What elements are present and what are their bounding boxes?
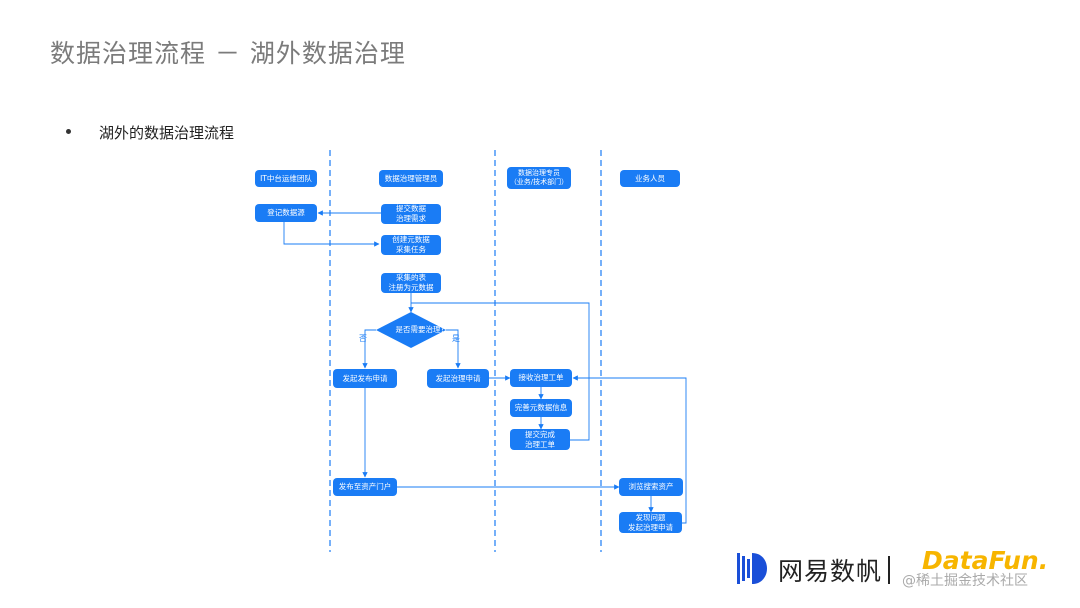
node-register-source: 登记数据源 [255,204,317,222]
page-title: 数据治理流程 － 湖外数据治理 [50,39,406,68]
logo-separator [888,556,890,584]
lane-header-business: 业务人员 [620,170,680,187]
lane-header-specialist: 数据治理专员 （业务/技术部门） [507,167,571,189]
node-submit-ticket: 提交完成 治理工单 [510,429,570,450]
netease-logo: 网易数帆 [772,552,882,588]
edge-label-yes: 是 [452,334,460,343]
edge-label-no: 否 [359,334,367,343]
node-create-task: 创建元数据 采集任务 [381,235,441,255]
edge-register-to-task [283,222,380,247]
edge-decision-yes [446,329,461,369]
node-publish-request: 发起发布申请 [333,369,397,388]
node-governance-request: 发起治理申请 [427,369,489,388]
netease-logo-text: 网易数帆 [778,557,883,586]
node-complete-meta: 完善元数据信息 [510,399,572,417]
node-find-issue: 发现问题 发起治理申请 [619,512,682,533]
bullet-item: 湖外的数据治理流程 [66,122,234,143]
bullet-dot [66,129,71,134]
decision-diamond [376,312,446,348]
lane-header-admin: 数据治理管理员 [379,170,443,187]
datafun-logo: DataFun. [922,546,1049,575]
node-browse-assets: 浏览搜索资产 [619,478,683,496]
edge-decision-no [362,329,376,369]
node-submit-request: 提交数据 治理需求 [381,204,441,224]
edge-issue-to-receive [572,375,687,524]
edge-ticket-loop [411,302,590,441]
watermark-text: @稀土掘金技术社区 [902,573,1028,589]
node-register-meta: 采集的表 注册为元数据 [381,273,441,293]
node-decision-label: 是否需要治理? [395,325,445,334]
bullet-text: 湖外的数据治理流程 [99,124,235,142]
node-publish-portal: 发布至资产门户 [333,478,397,496]
node-receive-ticket: 接收治理工单 [510,369,572,387]
netease-logo-mark [737,553,767,584]
lane-header-it-team: IT中台运维团队 [255,170,317,187]
